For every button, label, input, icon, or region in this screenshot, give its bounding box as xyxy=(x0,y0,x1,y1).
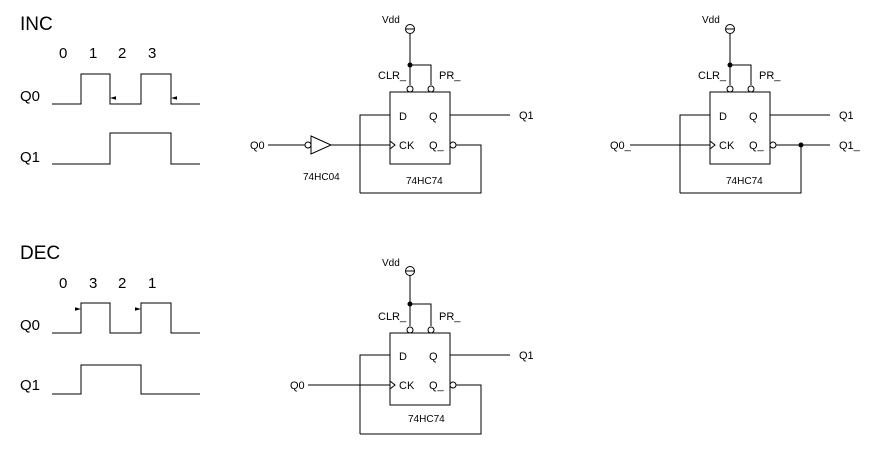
inc-c1-flipflop-box xyxy=(389,91,451,165)
dec-c-vdd-label: Vdd xyxy=(382,258,400,269)
inc-c2-qn-pin: Q_ xyxy=(749,140,765,152)
inc-c2-qn-bubble xyxy=(769,141,777,149)
inc-state-2: 2 xyxy=(118,45,126,62)
inc-c1-output-label: Q1 xyxy=(519,110,534,122)
inc-q1-label: Q1 xyxy=(20,149,40,166)
dec-state-2: 2 xyxy=(118,275,126,292)
dec-circuit: Vdd CLR_ PR_ D Q CK Q_ 74HC74 Q0 Q1 xyxy=(290,258,534,435)
inc-c1-clock-triangle xyxy=(389,140,396,150)
inc-c1-qn-pin: Q_ xyxy=(429,140,445,152)
inc-c1-inverter-triangle xyxy=(310,135,333,155)
inc-section: INC 0 1 2 3 Q0 Q1 xyxy=(20,14,200,166)
inc-c2-pr-bubble xyxy=(747,85,755,93)
dec-q1-label: Q1 xyxy=(20,377,40,394)
inc-c2-feedback-qn xyxy=(680,145,802,194)
inc-c1-inverter-label: 74HC04 xyxy=(303,172,340,183)
inc-c1-chip-label: 74HC74 xyxy=(406,176,443,187)
inc-c2-d-pin: D xyxy=(719,111,727,123)
dec-c-input-label: Q0 xyxy=(290,380,305,392)
inc-c2-output-q-label: Q1 xyxy=(839,110,854,122)
dec-c-feedback-d xyxy=(359,354,390,434)
dec-c-clock-triangle xyxy=(389,380,396,390)
inc-circuit-2: Vdd CLR_ PR_ D Q CK Q_ 74HC74 Q0_ Q1 Q1_ xyxy=(610,15,861,194)
inc-c1-qn-bubble xyxy=(449,141,457,149)
dec-c-output-label: Q1 xyxy=(519,350,534,362)
dec-state-0: 0 xyxy=(59,275,67,292)
inc-c2-feedback-d xyxy=(679,114,710,193)
inc-c2-input-label: Q0_ xyxy=(610,140,632,152)
dec-state-1: 1 xyxy=(148,275,156,292)
inc-c1-pr-bubble xyxy=(427,85,435,93)
inc-state-3: 3 xyxy=(148,45,156,62)
inc-c1-input-label: Q0 xyxy=(250,140,265,152)
inc-title: INC xyxy=(20,14,53,35)
inc-c2-pr-label: PR_ xyxy=(759,70,781,82)
dec-c-clr-label: CLR_ xyxy=(378,311,407,323)
inc-c1-inverter-bubble xyxy=(304,141,312,149)
inc-c2-q-pin: Q xyxy=(749,111,758,123)
inc-c1-d-pin: D xyxy=(399,111,407,123)
inc-c1-ck-pin: CK xyxy=(399,140,415,152)
dec-title: DEC xyxy=(20,243,60,264)
dec-c-clr-bubble xyxy=(406,326,414,334)
inc-c2-vdd-label: Vdd xyxy=(702,15,720,26)
dec-c-flipflop-box xyxy=(389,332,451,406)
dec-c-q-pin: Q xyxy=(429,351,438,363)
dec-state-3: 3 xyxy=(89,275,97,292)
inc-q0-waveform xyxy=(52,73,200,105)
inc-state-1: 1 xyxy=(89,45,97,62)
inc-c1-feedback-qn xyxy=(360,144,482,194)
inc-c2-output-qn-label: Q1_ xyxy=(839,140,861,152)
inc-c2-clr-label: CLR_ xyxy=(698,70,727,82)
inc-circuit-1: Vdd CLR_ PR_ D Q CK Q_ 74HC74 Q0 74HC04 … xyxy=(250,15,534,194)
inc-state-labels: 0 1 2 3 xyxy=(59,45,156,62)
inc-c1-clr-bubble xyxy=(406,85,414,93)
dec-q0-waveform xyxy=(52,302,200,334)
dec-c-ck-pin: CK xyxy=(399,380,415,392)
inc-q0-label: Q0 xyxy=(20,88,40,105)
inc-c2-chip-label: 74HC74 xyxy=(726,176,763,187)
dec-c-qn-bubble xyxy=(449,381,457,389)
dec-q1-waveform xyxy=(52,364,200,395)
inc-c1-feedback-d xyxy=(359,114,390,193)
dec-state-labels: 0 3 2 1 xyxy=(59,275,156,292)
dec-c-pr-label: PR_ xyxy=(439,311,461,323)
inc-c1-pr-label: PR_ xyxy=(439,70,461,82)
inc-c2-clr-bubble xyxy=(726,85,734,93)
inc-q1-waveform xyxy=(52,132,200,165)
dec-section: DEC 0 3 2 1 Q0 Q1 xyxy=(20,243,200,395)
inc-c1-q-pin: Q xyxy=(429,111,438,123)
dec-c-pr-bubble xyxy=(427,326,435,334)
dec-q0-label: Q0 xyxy=(20,317,40,334)
inc-c2-flipflop-box xyxy=(709,91,771,165)
dec-c-chip-label: 74HC74 xyxy=(408,414,445,425)
dec-c-feedback-qn xyxy=(360,384,482,435)
inc-c1-vdd-label: Vdd xyxy=(382,15,400,26)
inc-c1-clr-label: CLR_ xyxy=(378,70,407,82)
inc-state-0: 0 xyxy=(59,45,67,62)
inc-c2-clock-triangle xyxy=(709,140,716,150)
dec-c-d-pin: D xyxy=(399,351,407,363)
dec-c-qn-pin: Q_ xyxy=(429,380,445,392)
inc-c2-ck-pin: CK xyxy=(719,140,735,152)
